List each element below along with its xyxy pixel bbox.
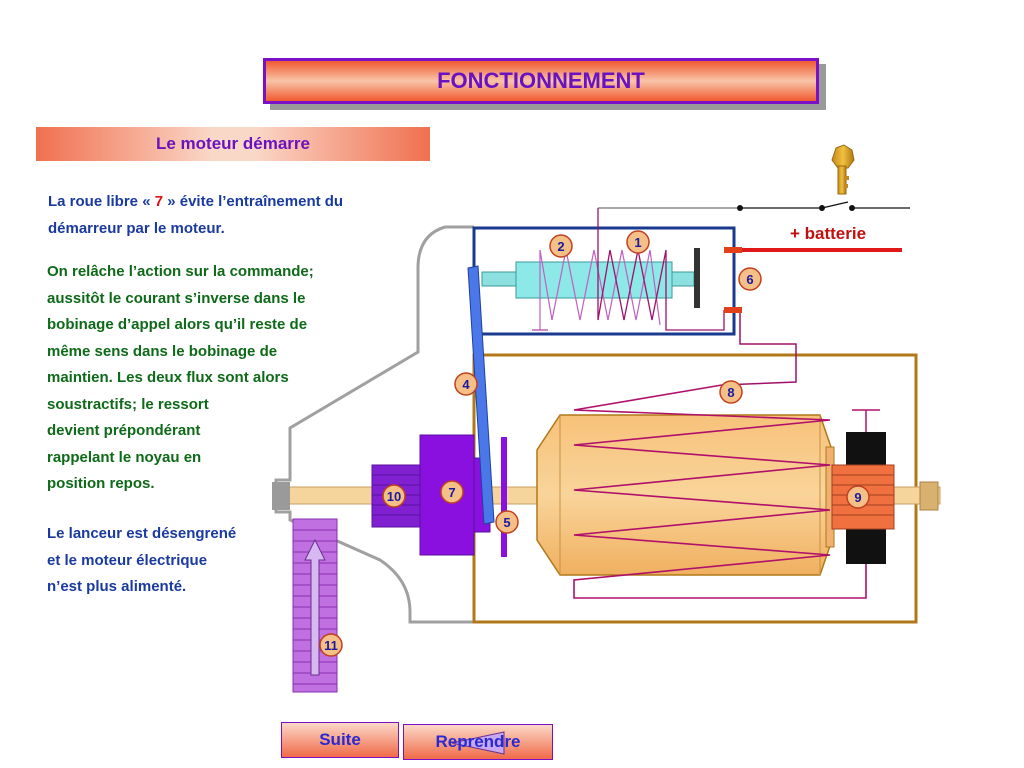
shaft [287,486,941,505]
pull-in-winding [539,249,661,330]
marker-8-label: 8 [727,385,734,400]
motor-terminal [724,307,742,313]
marker-2 [549,234,573,258]
para2-line: On relâche l’action sur la commande; [47,263,314,280]
marker-5 [495,510,519,534]
brush-bottom [846,528,886,564]
para2-line: position repos. [47,475,155,492]
marker-11 [319,633,343,657]
switch-node [819,205,825,211]
marker-5-label: 5 [503,515,510,530]
marker-9 [846,485,870,509]
solenoid-box [472,226,736,336]
para3-line: et le moteur électrique [47,551,208,569]
pinion-teeth [372,474,424,516]
solenoid-plunger [481,271,519,287]
para2-line: aussitôt le courant s’inverse dans le [47,289,306,307]
marker-4 [454,372,478,396]
brush-top [846,432,886,468]
marker-10-label: 10 [387,489,401,504]
para1-text-a: La roue libre « [48,193,155,210]
next-button[interactable]: Suite [281,722,399,758]
pinion [371,464,425,528]
restart-button-label: Reprendre [435,732,521,751]
switch-node [737,205,743,211]
page-title: FONCTIONNEMENT [437,68,645,93]
marker-1-label: 1 [634,235,641,250]
field-wire [721,313,797,386]
paragraph-release: On relâche l’action sur la commande; aus… [47,259,367,498]
drive-ring [501,437,507,557]
contact-plate [694,248,700,308]
solenoid-core [515,261,673,299]
motor-frame [472,353,918,624]
paragraph-disengage: Le lanceur est désengrené et le moteur é… [47,521,277,601]
para2-line: bobinage d’appel alors qu’il reste de [47,316,308,333]
switch-node [849,205,855,211]
back-arrow-icon [451,731,505,755]
number-markers: 1 2 4 5 6 7 8 9 10 11 [319,230,870,657]
freewheel [419,434,475,556]
freewheel-hub [473,457,491,533]
para2-line: rappelant le noyau en [47,448,202,466]
marker-11-label: 11 [324,638,338,653]
flywheel-teeth [293,529,337,685]
para2-line: soustractifs; le ressort [47,395,209,413]
battery-label: + batterie [790,224,866,243]
rotation-arrow [304,538,326,676]
shaft-end-right [919,481,939,511]
marker-2-label: 2 [557,239,564,254]
switch-contact [821,201,849,209]
solenoid-rod [671,271,695,287]
commutator-lines [832,474,894,516]
flywheel-ring [292,518,338,693]
marker-9-label: 9 [854,490,861,505]
restart-button[interactable]: Reprendre [403,724,553,760]
key-icon [831,144,855,195]
para2-line: devient prépondérant [47,422,201,439]
marker-6 [738,267,762,291]
para1-text-b: » évite l’entraînement du [163,193,344,210]
armature-shaft-collar [825,446,835,548]
paragraph-freewheel: La roue libre « 7 » évite l’entraînement… [48,189,398,242]
marker-8 [719,380,743,404]
hold-in-winding [597,208,725,331]
marker-7-label: 7 [448,485,455,500]
para2-line: maintien. Les deux flux sont alors [47,369,289,386]
marker-1 [626,230,650,254]
field-coil [573,384,867,599]
para1-number: 7 [154,193,164,210]
para3-line: n’est plus alimenté. [47,578,187,595]
marker-10 [382,484,406,508]
page-title-box: FONCTIONNEMENT [263,58,819,104]
section-subtitle: Le moteur démarre [156,134,310,153]
marker-7 [440,480,464,504]
section-subtitle-box: Le moteur démarre [36,127,430,161]
commutator [831,464,895,530]
next-button-label: Suite [319,730,361,749]
marker-4-label: 4 [462,377,470,392]
para3-line: Le lanceur est désengrené [47,525,237,542]
marker-6-label: 6 [746,272,753,287]
shift-lever [467,265,495,525]
armature [536,414,833,576]
battery-terminal [724,247,742,253]
para2-line: même sens dans le bobinage de [47,342,278,360]
para1-text-c: démarreur par le moteur. [48,219,225,237]
